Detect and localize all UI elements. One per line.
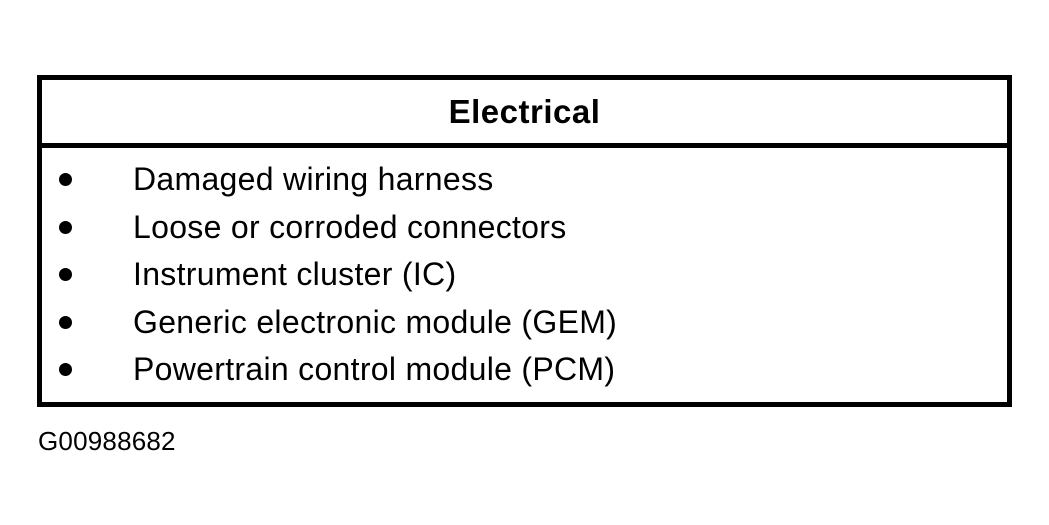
table-body: Damaged wiring harness Loose or corroded… — [42, 148, 1007, 394]
bullet-icon — [59, 315, 72, 329]
list-item: Generic electronic module (GEM) — [42, 299, 1007, 347]
bullet-icon — [59, 363, 72, 377]
list-item: Loose or corroded connectors — [42, 204, 1007, 252]
list-item: Powertrain control module (PCM) — [42, 346, 1007, 394]
list-item: Damaged wiring harness — [42, 156, 1007, 204]
list-item: Instrument cluster (IC) — [42, 251, 1007, 299]
bullet-icon — [59, 268, 72, 282]
bullet-icon — [59, 220, 72, 234]
list-item-label: Loose or corroded connectors — [133, 208, 567, 245]
figure-id: G00988682 — [38, 426, 176, 456]
list-item-label: Damaged wiring harness — [133, 161, 494, 198]
bullet-icon — [59, 173, 72, 187]
list-item-label: Generic electronic module (GEM) — [133, 303, 618, 340]
table-header: Electrical — [42, 80, 1007, 148]
table-title: Electrical — [448, 93, 601, 130]
electrical-causes-table: Electrical Damaged wiring harness Loose … — [37, 75, 1012, 407]
list-item-label: Instrument cluster (IC) — [133, 256, 457, 293]
list-item-label: Powertrain control module (PCM) — [133, 351, 616, 388]
